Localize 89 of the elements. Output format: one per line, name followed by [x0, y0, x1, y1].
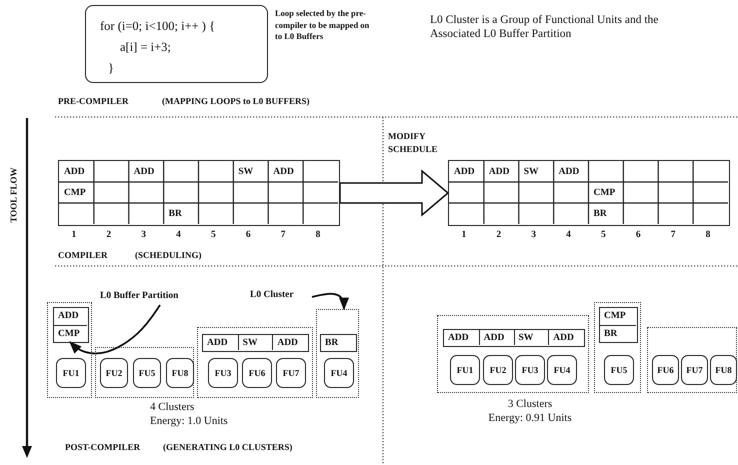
column-number: 6 [636, 230, 641, 240]
cluster-outline [437, 315, 589, 393]
functional-unit: FU3 [208, 358, 238, 388]
column-number: 7 [280, 230, 286, 240]
functional-unit: FU6 [242, 358, 272, 388]
functional-unit: FU5 [133, 358, 161, 388]
column-number: 8 [316, 230, 320, 240]
column-number: 2 [496, 230, 502, 240]
code-box [85, 5, 268, 83]
column-number: 3 [141, 230, 146, 240]
instruction-label: BR [324, 337, 340, 350]
functional-unit: FU7 [681, 355, 708, 385]
schedule-table [448, 160, 730, 226]
buffer-partition [599, 307, 638, 343]
instruction-label: ADD [57, 310, 80, 323]
instruction-label: ADD [447, 332, 470, 345]
instruction-label: SW [524, 166, 539, 178]
instruction-label: ADD [64, 166, 85, 178]
stage-label: (GENERATING L0 CLUSTERS) [163, 442, 292, 453]
cluster-outline [47, 302, 92, 398]
instruction-label: BR [600, 324, 636, 341]
column-number: 4 [566, 230, 571, 240]
callout-text: Loop selected by the pre-compiler to be mapped on to L0 Buffers [275, 8, 370, 42]
instruction-label: CMP [64, 187, 86, 199]
instruction-label: CMP [594, 187, 616, 199]
functional-unit: FU1 [56, 358, 86, 388]
callout-label: L0 Cluster [250, 290, 312, 300]
column-number: 8 [706, 230, 710, 240]
cluster-outline [197, 327, 313, 398]
instruction-label: ADD [558, 166, 580, 178]
heading: L0 Cluster is a Group of Functional Units and the Associated L0 Buffer Partition [430, 14, 660, 41]
functional-unit: FU2 [100, 358, 128, 388]
cluster-outline [95, 347, 194, 398]
column-number: 1 [461, 230, 466, 240]
instruction-label: CMP [54, 324, 87, 341]
stage-label: PRE-COMPILER [58, 96, 128, 107]
code-line: } [108, 60, 114, 77]
functional-unit: FU1 [450, 355, 480, 385]
instruction-label: ADD [478, 330, 514, 345]
instruction-label: BR [594, 208, 607, 220]
code-line: for (i=0; i<100; i++ ) { [100, 18, 216, 35]
functional-unit: FU3 [515, 355, 545, 385]
instruction-label: ADD [272, 335, 307, 350]
functional-unit: FU4 [547, 355, 577, 385]
instruction-label: ADD [454, 166, 475, 178]
column-number: 6 [246, 230, 251, 240]
instruction-label: BR [168, 208, 182, 220]
functional-unit: FU8 [166, 358, 194, 388]
flow-label: TOOL FLOW [8, 167, 20, 223]
functional-unit: FU2 [483, 355, 513, 385]
functional-unit: FU4 [324, 358, 354, 388]
column-number: 5 [210, 230, 216, 240]
functional-unit: FU8 [710, 355, 737, 385]
stage-label: (SCHEDULING) [135, 250, 202, 261]
instruction-label: ADD [548, 330, 583, 345]
energy-label: Energy: 1.0 Units [150, 415, 228, 428]
instruction-label: SW [238, 335, 272, 350]
buffer-partition [443, 329, 585, 347]
cluster-outline [647, 327, 737, 393]
callout-label: L0 Buffer Partition [100, 291, 212, 301]
code-line: a[i] = i+3; [120, 39, 171, 56]
stage-label: POST-COMPILER [65, 442, 140, 453]
cluster-outline [316, 309, 359, 398]
instruction-label: ADD [134, 166, 154, 178]
instruction-label: ADD [488, 166, 510, 178]
instruction-label: SW [238, 166, 254, 178]
stage-label: COMPILER [58, 250, 108, 261]
functional-unit: FU7 [276, 358, 306, 388]
instruction-label: SW [514, 330, 548, 345]
stage-label: (MAPPING LOOPS to L0 BUFFERS) [162, 96, 310, 107]
buffer-partition [320, 334, 357, 352]
buffer-partition [202, 334, 309, 352]
instruction-label: ADD [206, 337, 229, 350]
cluster-count: 3 Clusters [508, 398, 552, 411]
buffer-partition [53, 307, 89, 343]
cluster-count: 4 Clusters [150, 401, 194, 414]
energy-label: Energy: 0.91 Units [488, 412, 572, 425]
functional-unit: FU6 [652, 355, 679, 385]
column-number: 3 [531, 230, 536, 240]
column-number: 2 [106, 230, 112, 240]
cluster-outline [594, 302, 641, 393]
schedule-table [58, 160, 340, 226]
instruction-label: CMP [603, 310, 627, 323]
instruction-label: ADD [273, 166, 294, 178]
column-number: 5 [600, 230, 606, 240]
column-number: 7 [670, 230, 676, 240]
functional-unit: FU5 [604, 355, 634, 385]
column-number: 4 [176, 230, 181, 240]
column-number: 1 [71, 230, 76, 240]
